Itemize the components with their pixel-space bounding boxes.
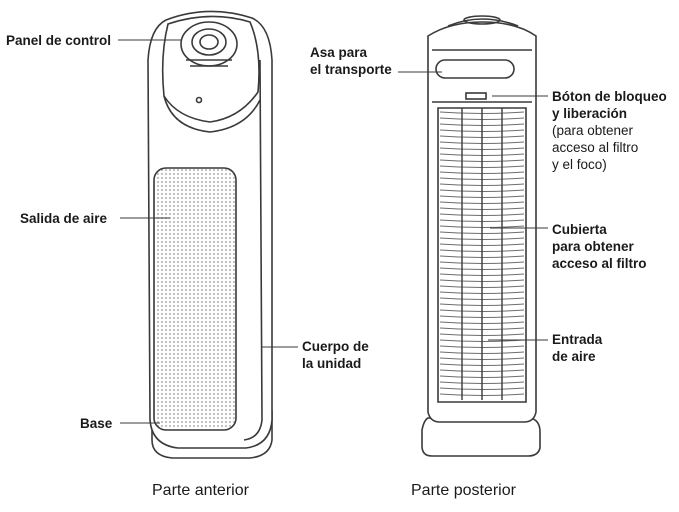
leader-lines <box>118 39 548 424</box>
carry-handle <box>435 59 515 79</box>
label-inlet-line2: de aire <box>552 349 596 364</box>
back-base <box>421 417 541 457</box>
label-control-panel: Panel de control <box>6 33 112 48</box>
label-air-outlet: Salida de aire <box>20 211 108 226</box>
label-lock-release: Bóton de bloqueo y liberación (para obte… <box>552 88 667 173</box>
label-base: Base <box>80 416 113 431</box>
label-inlet-line1: Entrada <box>552 332 603 347</box>
label-cover-line3: acceso al filtro <box>552 256 647 271</box>
label-lock-line1: Bóton de bloqueo <box>552 89 667 104</box>
label-filter-cover: Cubierta para obtener acceso al filtro <box>552 221 647 272</box>
front-unit <box>147 10 273 459</box>
label-carry-handle-line1: Asa para <box>310 45 368 60</box>
label-lock-line2: y liberación <box>552 106 628 121</box>
label-lock-note2: acceso al filtro <box>552 140 639 155</box>
label-air-inlet: Entrada de aire <box>552 331 602 365</box>
lock-release-button <box>465 92 487 100</box>
label-unit-body: Cuerpo de la unidad <box>302 338 369 372</box>
front-air-outlet-grille <box>153 167 237 431</box>
caption-back: Parte posterior <box>411 482 516 499</box>
back-unit <box>421 15 541 457</box>
label-lock-note1: (para obtener <box>552 123 634 138</box>
caption-front: Parte anterior <box>152 482 249 499</box>
label-unit-body-line2: la unidad <box>302 356 362 371</box>
label-lock-note3: y el foco) <box>552 157 607 172</box>
label-carry-handle-line2: el transporte <box>310 62 392 77</box>
label-unit-body-line1: Cuerpo de <box>302 339 369 354</box>
label-cover-line1: Cubierta <box>552 222 607 237</box>
label-cover-line2: para obtener <box>552 239 634 254</box>
label-carry-handle: Asa para el transporte <box>310 44 392 78</box>
front-head <box>161 15 260 123</box>
